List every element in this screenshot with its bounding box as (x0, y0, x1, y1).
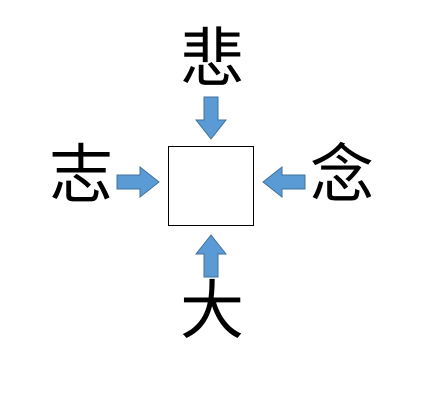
left-arrow-shape (262, 166, 306, 198)
down-arrow-shape (195, 96, 227, 140)
answer-box[interactable] (168, 146, 254, 226)
up-arrow-icon (195, 234, 227, 278)
left-character: 志 (49, 139, 113, 213)
bottom-character: 大 (180, 275, 244, 349)
top-character: 悲 (180, 23, 244, 97)
left-arrow-icon (262, 166, 306, 198)
right-character: 念 (310, 139, 374, 213)
right-arrow-shape (116, 166, 160, 198)
down-arrow-icon (195, 96, 227, 140)
right-arrow-icon (116, 166, 160, 198)
up-arrow-shape (195, 234, 227, 278)
